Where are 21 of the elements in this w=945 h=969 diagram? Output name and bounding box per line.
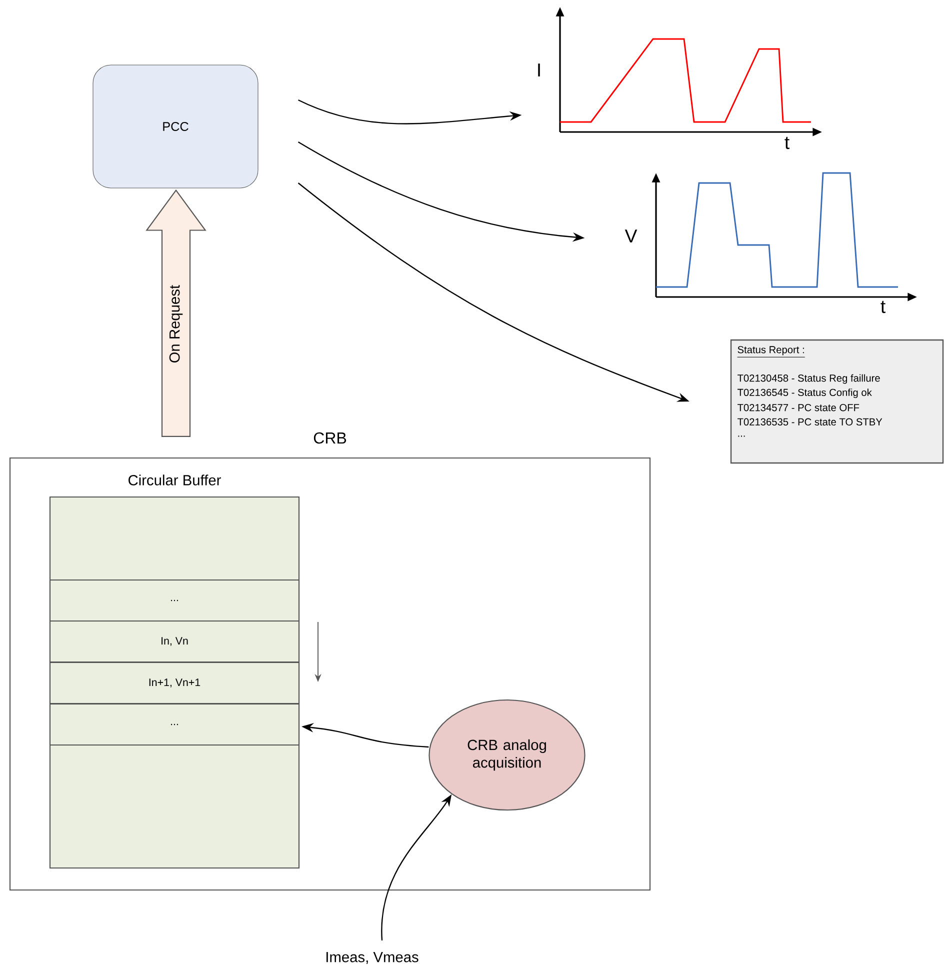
axis-label: I — [538, 64, 540, 76]
report-line: T02136535 - PC state TO STBY — [738, 418, 882, 426]
process-box: PCC — [92, 64, 258, 188]
report-line: T02130458 - Status Reg faillure — [738, 374, 880, 384]
report-line: ... — [738, 436, 745, 437]
edge-label: On Request — [169, 285, 183, 362]
box-title: CRB — [314, 432, 346, 444]
axis-label: t — [880, 300, 886, 314]
axis-label: t — [784, 136, 790, 150]
buffer-row: ... — [49, 579, 300, 622]
report-heading: Status Report : — [737, 346, 806, 358]
block-arrow — [146, 189, 206, 437]
buffer-row: ... — [49, 703, 300, 746]
buffer-row: In, Vn — [49, 620, 300, 663]
report-line: T02134577 - PC state OFF — [738, 404, 860, 412]
box-title: Circular Buffer — [128, 474, 221, 486]
status-report-box — [730, 339, 944, 464]
input-label: Imeas, Vmeas — [326, 952, 418, 964]
report-line: T02136545 - Status Config ok — [738, 388, 872, 398]
buffer-row: In+1, Vn+1 — [49, 662, 300, 704]
axis-label: V — [624, 230, 638, 242]
